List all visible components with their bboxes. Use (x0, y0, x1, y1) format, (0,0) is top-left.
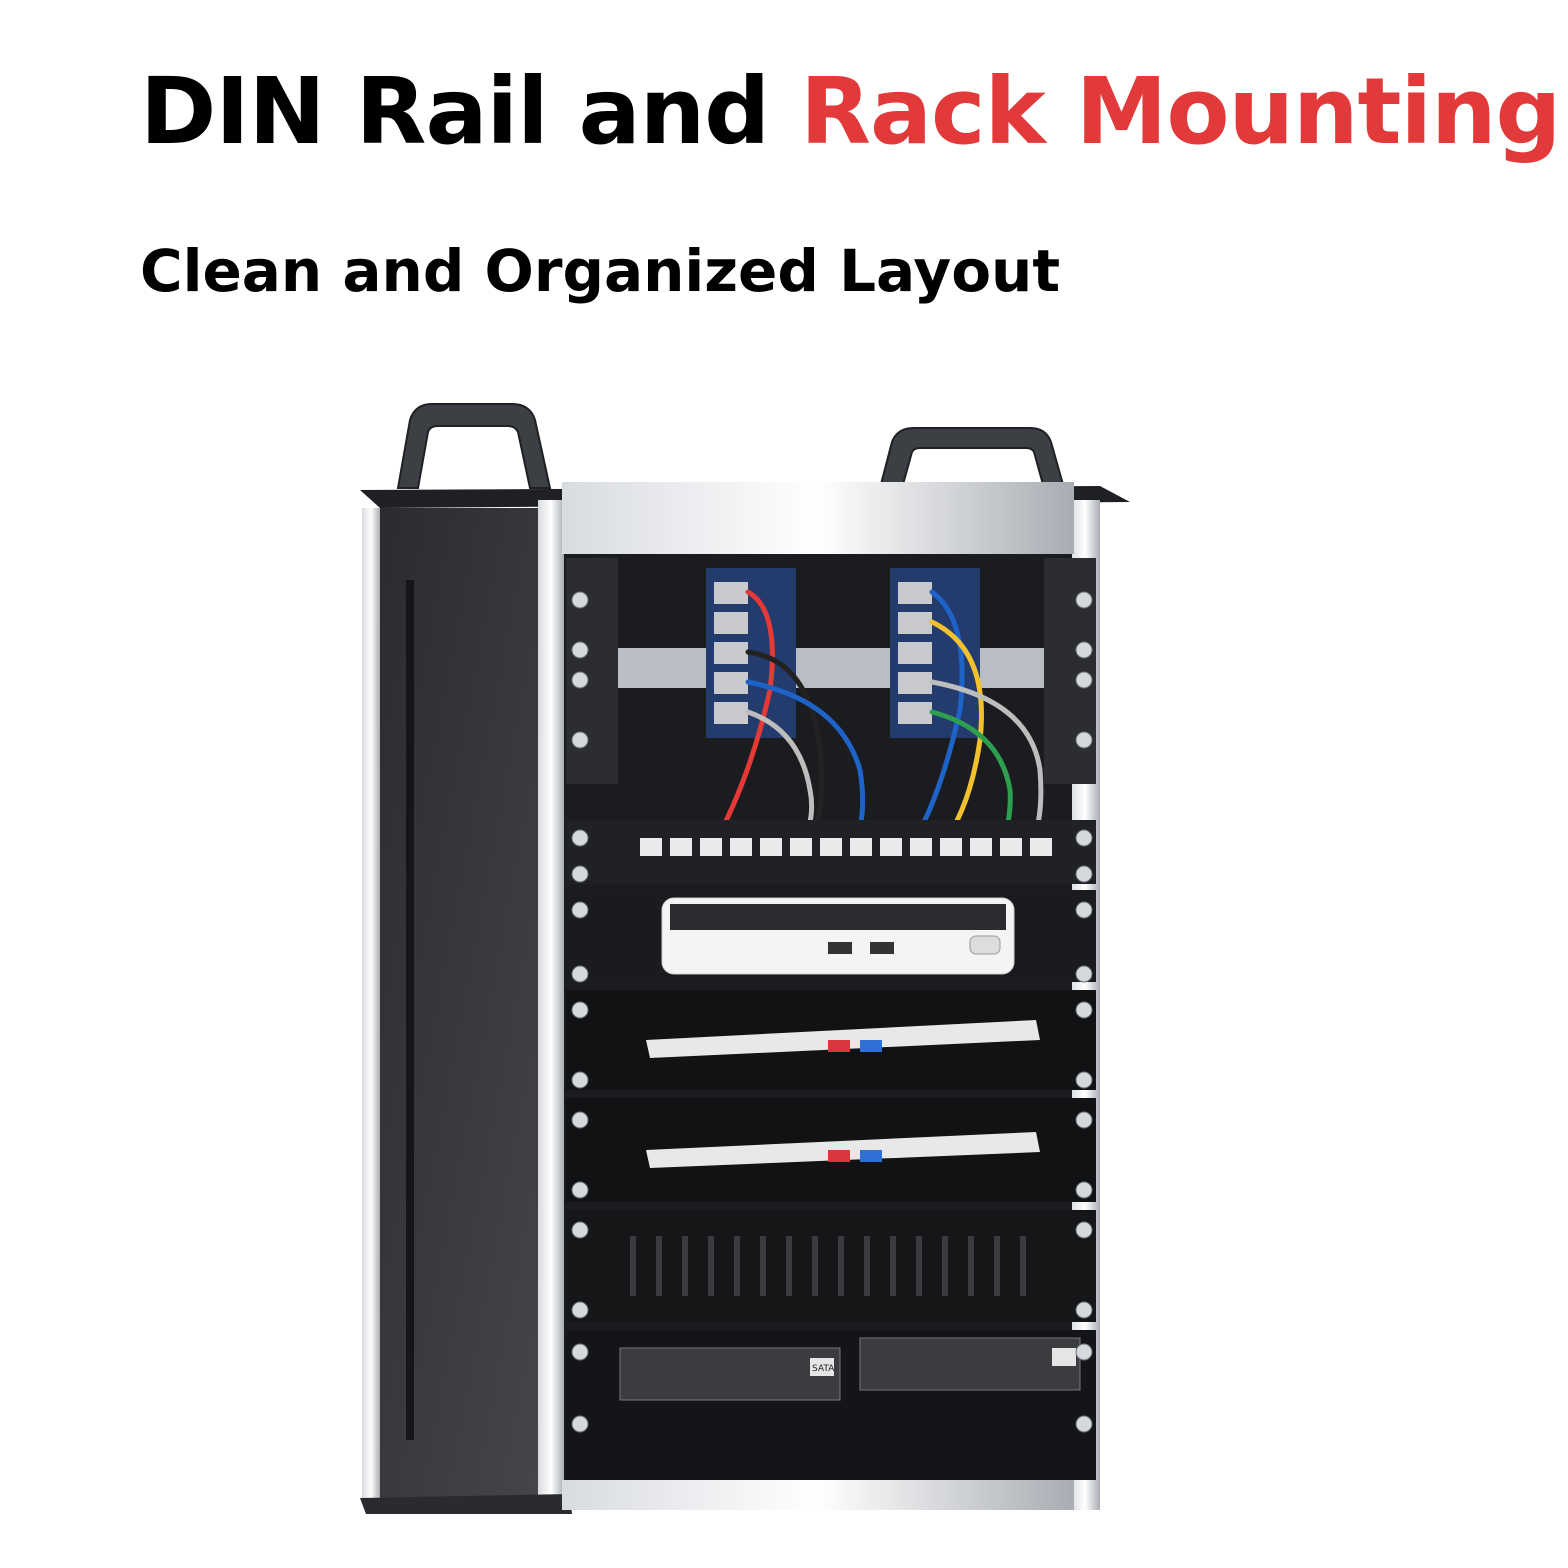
drive-label: SATA (812, 1364, 835, 1374)
patch-panel (566, 820, 1096, 884)
rack-cabinet-photo: SATA (360, 403, 1130, 1514)
mini-pc-shelf-1 (566, 890, 1096, 982)
headline-part-2: Rack Mounting (800, 58, 1561, 165)
mini-pc-shelf-3 (566, 1098, 1096, 1202)
mini-pc-shelf-2 (566, 990, 1096, 1090)
headline-part-1: DIN Rail and (140, 58, 801, 165)
smoked-side-panel (362, 508, 552, 1498)
headline: DIN Rail and Rack Mounting (140, 62, 1561, 162)
carry-handles (396, 403, 1066, 489)
subheadline: Clean and Organized Layout (140, 237, 1061, 305)
drive-bay: SATA (566, 1330, 1096, 1480)
vented-panel (566, 1210, 1096, 1322)
